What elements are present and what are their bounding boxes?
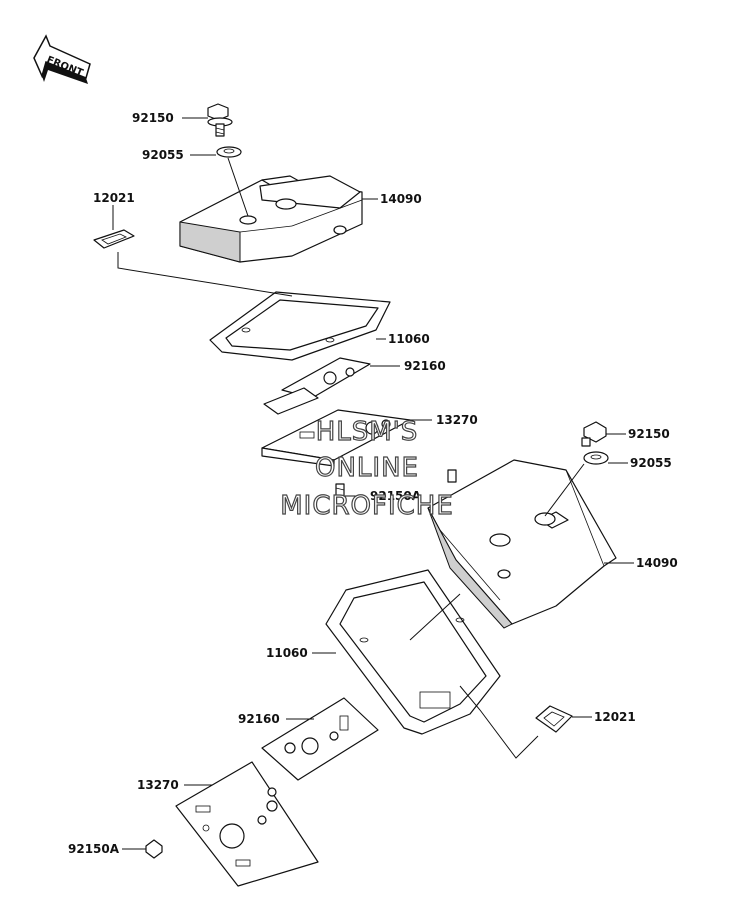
upper-leaders — [112, 117, 432, 497]
lower-leaders — [122, 433, 634, 850]
plate-92160-upper — [263, 357, 371, 415]
callout-14090-upper: 14090 — [380, 192, 422, 206]
watermark-line-3: MICROFICHE — [280, 491, 454, 521]
watermark-line-1: HLSM'S — [316, 417, 419, 447]
head-cover-lower — [427, 459, 617, 629]
callout-11060-upper: 11060 — [388, 332, 430, 346]
bolt-92150a-lower — [145, 839, 163, 859]
plate-92160-lower — [261, 697, 379, 781]
head-cover-upper — [179, 175, 363, 263]
gasket-lower — [325, 569, 501, 735]
watermark: HLSM'S ONLINE MICROFICHE — [280, 416, 454, 521]
callout-14090-lower: 14090 — [636, 556, 678, 570]
gasket-upper — [209, 291, 391, 361]
callout-92150a-lower: 92150A — [68, 842, 120, 856]
bolt-lower — [581, 421, 607, 447]
callout-13270-upper: 13270 — [436, 413, 478, 427]
callout-92150-lower: 92150 — [628, 427, 670, 441]
watermark-line-2: ONLINE — [315, 453, 419, 483]
washer-upper — [216, 146, 242, 158]
plate-13270-lower — [175, 761, 319, 887]
callout-92160-lower: 92160 — [238, 712, 280, 726]
callout-92150-upper: 92150 — [132, 111, 174, 125]
washer-lower — [583, 451, 609, 465]
callout-92055-upper: 92055 — [142, 148, 184, 162]
grommet-upper — [93, 229, 135, 249]
callout-12021-upper: 12021 — [93, 191, 135, 205]
bolt-upper — [207, 103, 233, 137]
bolt-92150a-upper — [335, 483, 345, 497]
callout-13270-lower: 13270 — [137, 778, 179, 792]
callout-12021-lower: 12021 — [594, 710, 636, 724]
front-arrow: FRONT — [33, 34, 91, 84]
grommet-lower — [535, 705, 573, 733]
callout-11060-lower: 11060 — [266, 646, 308, 660]
callout-92160-upper: 92160 — [404, 359, 446, 373]
callout-92055-lower: 92055 — [630, 456, 672, 470]
callout-92150a-upper: 92150A — [370, 489, 422, 503]
callout-labels: 92150 92055 12021 14090 11060 92160 1327… — [68, 111, 678, 856]
